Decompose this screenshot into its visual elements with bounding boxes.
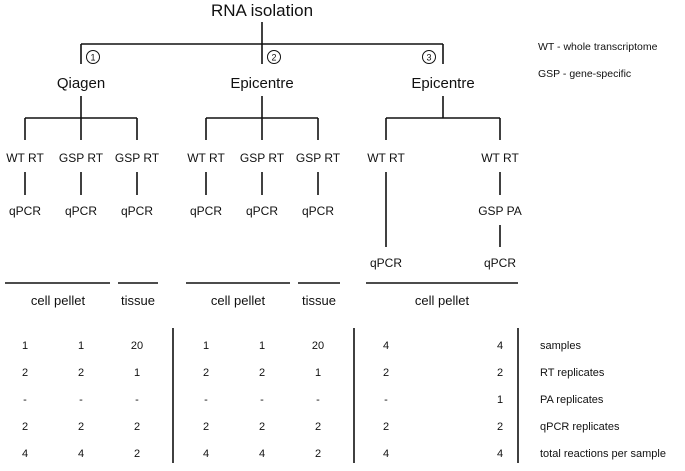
- sample-group-labels: cell pellet tissue cell pellet tissue ce…: [31, 293, 470, 308]
- branch-number-1: 1: [90, 53, 95, 63]
- kit-label-3: Epicentre: [411, 75, 474, 92]
- table-cell: 4: [383, 448, 389, 460]
- branch-circle-1: [86, 50, 100, 64]
- legend-gsp: GSP - gene-specific: [538, 68, 631, 80]
- kit-label-1: Qiagen: [57, 75, 105, 92]
- table-cell: 20: [312, 340, 324, 352]
- branch-number-circles: 1 2 3: [86, 50, 436, 64]
- table-cell: -: [135, 394, 139, 406]
- qpcr-label-col-4: qPCR: [190, 204, 222, 218]
- qpcr-label-col-8: qPCR: [484, 256, 516, 270]
- table-cell: 2: [22, 421, 28, 433]
- table-cell: 2: [383, 367, 389, 379]
- rt-label-col-5: GSP RT: [240, 151, 285, 165]
- rt-step-labels: WT RT GSP RT GSP RT WT RT GSP RT GSP RT …: [6, 151, 519, 165]
- table-cell: 1: [22, 340, 28, 352]
- qpcr-label-col-3: qPCR: [121, 204, 153, 218]
- pa-label-col-8: GSP PA: [478, 204, 522, 218]
- table-cell: 2: [259, 421, 265, 433]
- table-cell: -: [316, 394, 320, 406]
- row-label-pa-replicates: PA replicates: [540, 394, 604, 406]
- table-cell: 2: [203, 367, 209, 379]
- qpcr-labels: qPCR qPCR qPCR qPCR qPCR qPCR qPCR qPCR: [9, 204, 516, 270]
- rt-label-col-8: WT RT: [481, 151, 519, 165]
- table-cell: -: [384, 394, 388, 406]
- table-cell: 2: [259, 367, 265, 379]
- qpcr-label-col-7: qPCR: [370, 256, 402, 270]
- table-cell: 4: [203, 448, 209, 460]
- rt-label-col-4: WT RT: [187, 151, 225, 165]
- table-cell: 4: [497, 340, 503, 352]
- table-cell: 2: [203, 421, 209, 433]
- sample-group-1: cell pellet: [31, 293, 86, 308]
- sample-group-5: cell pellet: [415, 293, 470, 308]
- diagram-title: RNA isolation: [211, 1, 313, 20]
- replicate-table-values: 1 2 - 2 4 1 2 - 2 4 20 1 - 2 2 1 2 - 2 4 1 2 - 2 4 20 1 - 2 2 4 2 - 2 4 4 2 1…: [22, 340, 503, 460]
- table-cell: 1: [315, 367, 321, 379]
- row-label-total-reactions: total reactions per sample: [540, 448, 666, 460]
- table-cell: 4: [497, 448, 503, 460]
- qpcr-label-col-1: qPCR: [9, 204, 41, 218]
- table-cell: 2: [134, 448, 140, 460]
- table-cell: 1: [134, 367, 140, 379]
- row-labels: samples RT replicates PA replicates qPCR…: [540, 340, 666, 460]
- branch-circle-3: [422, 50, 436, 64]
- table-cell: 2: [383, 421, 389, 433]
- table-cell: 1: [78, 340, 84, 352]
- table-cell: 4: [22, 448, 28, 460]
- table-cell: 4: [259, 448, 265, 460]
- sample-group-3: cell pellet: [211, 293, 266, 308]
- subtree-connectors: [24, 96, 501, 140]
- kit-label-2: Epicentre: [230, 75, 293, 92]
- table-cell: -: [260, 394, 264, 406]
- table-cell: 1: [203, 340, 209, 352]
- table-cell: -: [79, 394, 83, 406]
- row-label-qpcr-replicates: qPCR replicates: [540, 421, 620, 433]
- table-cell: 1: [497, 394, 503, 406]
- qpcr-label-col-5: qPCR: [246, 204, 278, 218]
- sample-group-2: tissue: [121, 293, 155, 308]
- rt-label-col-6: GSP RT: [296, 151, 341, 165]
- table-cell: 2: [315, 421, 321, 433]
- rt-label-col-1: WT RT: [6, 151, 44, 165]
- table-cell: 1: [259, 340, 265, 352]
- rt-label-col-2: GSP RT: [59, 151, 104, 165]
- qpcr-label-col-6: qPCR: [302, 204, 334, 218]
- table-cell: 2: [497, 367, 503, 379]
- table-cell: 2: [315, 448, 321, 460]
- table-cell: -: [204, 394, 208, 406]
- legend-wt: WT - whole transcriptome: [538, 41, 658, 53]
- table-cell: 2: [78, 421, 84, 433]
- table-cell: 20: [131, 340, 143, 352]
- branch-number-3: 3: [426, 53, 431, 63]
- table-cell: 2: [497, 421, 503, 433]
- rt-connectors: [24, 172, 501, 247]
- table-cell: 4: [78, 448, 84, 460]
- table-cell: 2: [78, 367, 84, 379]
- row-label-rt-replicates: RT replicates: [540, 367, 605, 379]
- top-tree-connectors: [80, 22, 444, 64]
- branch-number-2: 2: [271, 53, 276, 63]
- table-cell: 2: [134, 421, 140, 433]
- row-label-samples: samples: [540, 340, 581, 352]
- qpcr-label-col-2: qPCR: [65, 204, 97, 218]
- rt-label-col-7: WT RT: [367, 151, 405, 165]
- table-cell: -: [23, 394, 27, 406]
- branch-circle-2: [267, 50, 281, 64]
- table-cell: 2: [22, 367, 28, 379]
- table-dividers: [172, 328, 519, 463]
- rt-label-col-3: GSP RT: [115, 151, 160, 165]
- sample-group-4: tissue: [302, 293, 336, 308]
- table-cell: 4: [383, 340, 389, 352]
